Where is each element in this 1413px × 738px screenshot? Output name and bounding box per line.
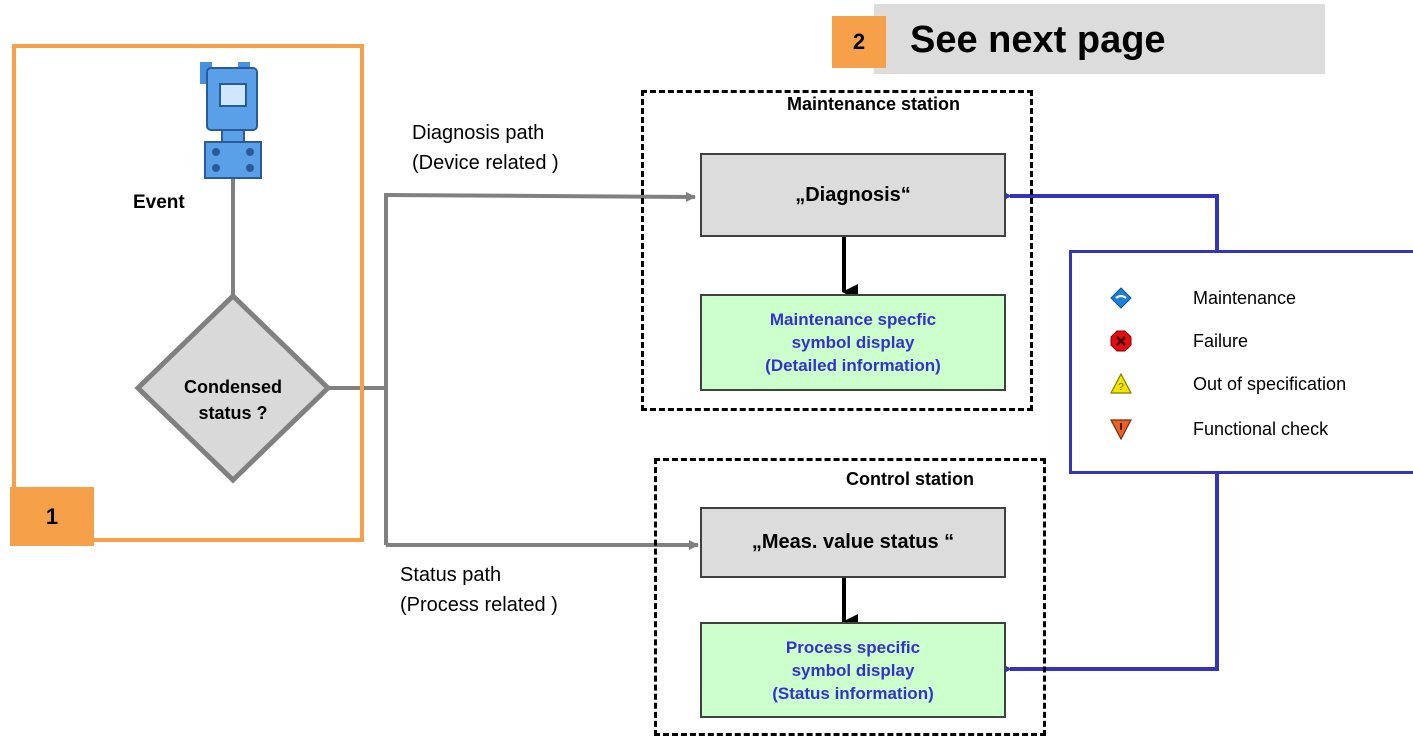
- maintenance-display-line3: (Detailed information): [765, 356, 941, 375]
- status-path-line1: Status path: [400, 564, 502, 586]
- section1-frame: [12, 44, 364, 542]
- maintenance-station-frame: [641, 90, 1033, 411]
- control-station-frame: [654, 458, 1046, 736]
- decision-label: Condensed status ?: [150, 374, 316, 426]
- process-display-line3: (Status information): [772, 683, 934, 703]
- decision-line1: Condensed: [183, 377, 282, 397]
- maintenance-icon: [1110, 287, 1132, 309]
- transmitter-icon: [200, 62, 262, 179]
- control-station-label: Control station: [846, 469, 974, 489]
- section1-number: 1: [10, 487, 94, 546]
- maintenance-display-line1: Maintenance specfic: [769, 310, 937, 329]
- legend-label-maintenance: Maintenance: [1193, 288, 1297, 308]
- meas-value-status-box: „Meas. value status “: [700, 507, 1006, 578]
- maintenance-display-line2: symbol display: [791, 333, 915, 352]
- diagnosis-path-label: Diagnosis path (Device related ): [412, 118, 559, 178]
- legend-to-diagnosis-line: [996, 188, 1219, 250]
- legend-label-failure: Failure: [1193, 331, 1249, 351]
- legend-label-functional-check: Functional check: [1193, 419, 1329, 439]
- section2-title: See next page: [910, 19, 1166, 61]
- status-path-line2: (Process related ): [400, 594, 558, 616]
- out-of-spec-icon: ?: [1110, 373, 1132, 394]
- diagnosis-path-line1: Diagnosis path: [412, 122, 545, 144]
- section2-number: 2: [832, 16, 886, 68]
- legend-item-out-of-spec: ?: [1110, 370, 1132, 398]
- decision-diamond: [134, 292, 332, 484]
- process-display-line1: Process specific: [785, 637, 921, 657]
- legend-frame: [1069, 250, 1413, 474]
- decision-line2: status ?: [198, 403, 268, 423]
- event-label: Event: [133, 192, 185, 213]
- legend-item-functional-check: [1110, 415, 1132, 443]
- maintenance-display-box: Maintenance specfic symbol display (Deta…: [700, 294, 1006, 391]
- legend-item-failure: [1110, 327, 1132, 355]
- functional-check-icon: [1110, 419, 1132, 440]
- legend-item-maintenance: [1110, 284, 1132, 312]
- svg-text:?: ?: [1118, 382, 1124, 393]
- status-path-label: Status path (Process related ): [400, 560, 558, 620]
- legend-label-out-of-spec: Out of specification: [1193, 374, 1347, 394]
- failure-icon: [1110, 330, 1132, 352]
- diagnosis-path-line2: (Device related ): [412, 152, 559, 174]
- process-display-line2: symbol display: [791, 660, 915, 680]
- diagnosis-box: „Diagnosis“: [700, 153, 1006, 237]
- section2-banner: [874, 4, 1325, 74]
- maintenance-station-label: Maintenance station: [787, 94, 961, 114]
- legend-to-process-line: [996, 474, 1219, 677]
- process-display-box: Process specific symbol display (Status …: [700, 622, 1006, 718]
